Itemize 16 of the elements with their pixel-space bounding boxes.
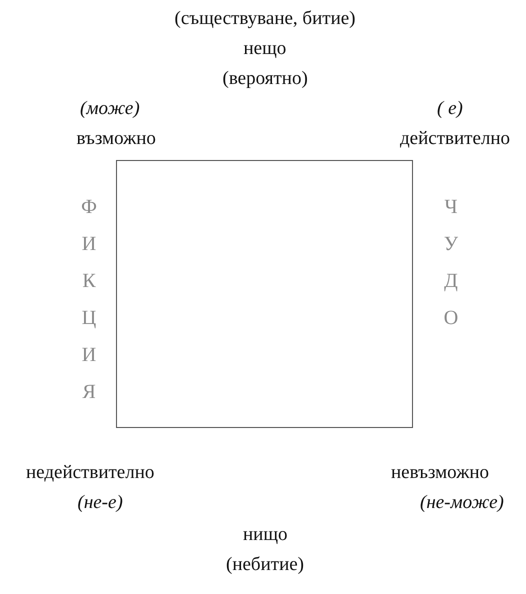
square-outline xyxy=(116,160,413,428)
category-label: (съществуване, битие) xyxy=(174,8,356,30)
category-label: (небитие) xyxy=(226,554,304,576)
vertical-word: ЧУДО xyxy=(441,196,461,344)
term-label: недействително xyxy=(26,462,154,484)
term-label: нещо xyxy=(244,38,286,60)
term-label: действително xyxy=(400,128,510,150)
category-label: (вероятно) xyxy=(222,68,308,90)
vertical-word: ФИКЦИЯ xyxy=(79,196,99,418)
modal-label: (не-е) xyxy=(78,492,123,514)
term-label: нищо xyxy=(243,524,288,546)
term-label: възможно xyxy=(76,128,156,150)
modal-label: ( е) xyxy=(437,98,463,120)
modal-label: (може) xyxy=(80,98,140,120)
modal-label: (не-може) xyxy=(420,492,504,514)
term-label: невъзможно xyxy=(391,462,490,484)
